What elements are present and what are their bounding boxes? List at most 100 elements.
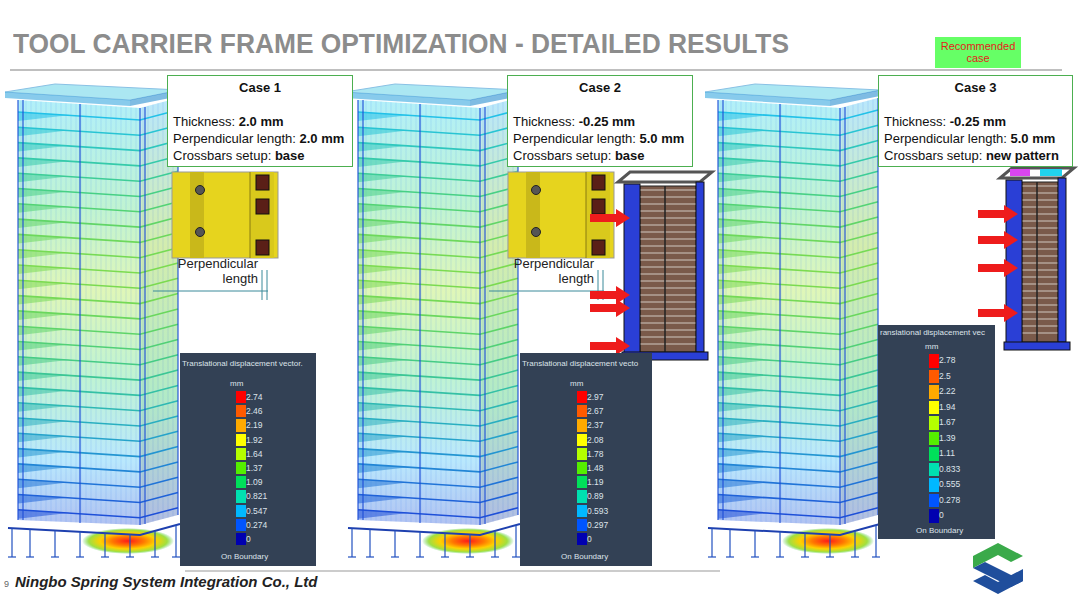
rack-shelf — [640, 225, 696, 226]
mesh-line — [786, 104, 787, 522]
color-bar-cell — [577, 490, 587, 502]
mesh-line — [46, 102, 47, 521]
rack-shelf — [1022, 291, 1058, 292]
profile-slot — [592, 240, 605, 255]
mesh-line — [863, 102, 864, 519]
scale-unit: mm — [878, 340, 995, 353]
scale-value: 0.274 — [180, 518, 316, 532]
scale-value: 1.37 — [180, 461, 316, 475]
tower-cap-edge — [830, 90, 880, 106]
support-leg — [154, 531, 155, 557]
shelf-line — [18, 416, 178, 426]
rack-shelf — [1022, 249, 1058, 250]
leader-line — [153, 291, 268, 292]
mesh-line — [421, 104, 422, 522]
logo-blue — [973, 569, 1023, 594]
scale-value: 0.547 — [180, 504, 316, 518]
shelf-line — [718, 248, 878, 258]
mesh-line — [76, 104, 77, 523]
scale-value: 0.821 — [180, 489, 316, 503]
shelf-line — [718, 141, 878, 151]
parameter-name: Crossbars setup: — [173, 148, 271, 163]
rack-shelf — [1022, 228, 1058, 229]
rack-shelf — [1022, 277, 1058, 278]
case-heading: Case 1 — [173, 80, 347, 95]
label-anchor: Perpendicular length — [506, 256, 594, 286]
tower-post — [844, 107, 845, 524]
title-anchor: TOOL CARRIER FRAME OPTIMIZATION - DETAIL… — [13, 28, 809, 60]
support-leg — [11, 528, 12, 557]
mesh-line — [148, 106, 149, 523]
rack-plate — [1058, 178, 1066, 342]
shelf-line — [718, 232, 878, 242]
mesh-line — [381, 102, 382, 521]
shelf-line — [18, 294, 178, 304]
parameter-value: -0.25 mm — [946, 114, 1006, 129]
shelf-line — [18, 110, 178, 120]
support-foot — [708, 556, 716, 557]
color-bar-cell — [577, 505, 587, 517]
tower-post — [779, 104, 780, 523]
mesh-line — [843, 107, 844, 524]
mesh-line — [751, 102, 752, 521]
load-arrow — [590, 299, 630, 317]
rack-shelf — [640, 197, 696, 198]
title-rule — [10, 69, 1062, 71]
mesh-line — [436, 105, 437, 523]
rack-shelf — [640, 204, 696, 205]
mesh-line — [158, 103, 159, 520]
rack-shelf — [640, 302, 696, 303]
shelf-line — [358, 110, 518, 120]
shelf-line — [718, 156, 878, 166]
shelf-line — [358, 462, 518, 472]
scale-value: 2.46 — [180, 404, 316, 418]
mesh-line — [143, 107, 144, 524]
mesh-line — [868, 101, 869, 518]
profile-body — [172, 172, 278, 258]
label-anchor: Perpendicular length — [170, 256, 258, 286]
mesh-line — [451, 106, 452, 524]
recommended-badge: Recommended case — [935, 37, 1021, 68]
mesh-line — [821, 107, 822, 524]
shelf-line — [358, 171, 518, 181]
mesh-line — [121, 107, 122, 524]
color-bar-cell — [236, 434, 246, 446]
shelf-line — [18, 462, 178, 472]
scale-footer: On Boundary — [878, 525, 995, 537]
mesh-line — [746, 102, 747, 521]
shelf-line — [718, 278, 878, 288]
shelf-line — [358, 401, 518, 411]
color-scale-panel: Translational displacement vectomm2.972.… — [520, 353, 652, 566]
mesh-line — [791, 105, 792, 523]
parameter-line: Thickness: 2.0 mm — [173, 113, 347, 130]
tower-base — [708, 524, 880, 535]
shelf-line — [358, 232, 518, 242]
scale-value: 2.97 — [520, 390, 652, 404]
shelf-line — [718, 462, 878, 472]
slide-title: TOOL CARRIER FRAME OPTIMIZATION - DETAIL… — [13, 28, 789, 60]
support-foot — [101, 556, 109, 557]
scale-value: 0.555 — [878, 477, 995, 493]
shelf-line — [718, 202, 878, 212]
scale-value: 0.833 — [878, 462, 995, 478]
shelf-line — [718, 508, 878, 518]
case-heading: Case 2 — [513, 80, 687, 95]
company-name: Ningbo Spring System Integration Co., Lt… — [15, 573, 318, 590]
color-bar-cell — [236, 391, 246, 403]
rack-shelf — [640, 211, 696, 212]
load-arrow — [978, 231, 1018, 249]
load-arrow — [590, 286, 630, 304]
rack-base — [1004, 342, 1070, 350]
rack-top-frame — [618, 172, 712, 182]
tower-post — [484, 107, 485, 524]
rack-shelf — [1022, 186, 1058, 187]
support-foot — [391, 556, 399, 557]
rack-shelf — [640, 267, 696, 268]
color-bar-cell — [929, 416, 939, 430]
tower-post — [362, 100, 363, 520]
parameter-line: Perpendicular length: 5.0 mm — [513, 130, 687, 147]
rack-shelf — [1022, 200, 1058, 201]
support-foot — [801, 556, 809, 557]
parameter-value: 2.0 mm — [296, 131, 344, 146]
mesh-line — [51, 102, 52, 521]
